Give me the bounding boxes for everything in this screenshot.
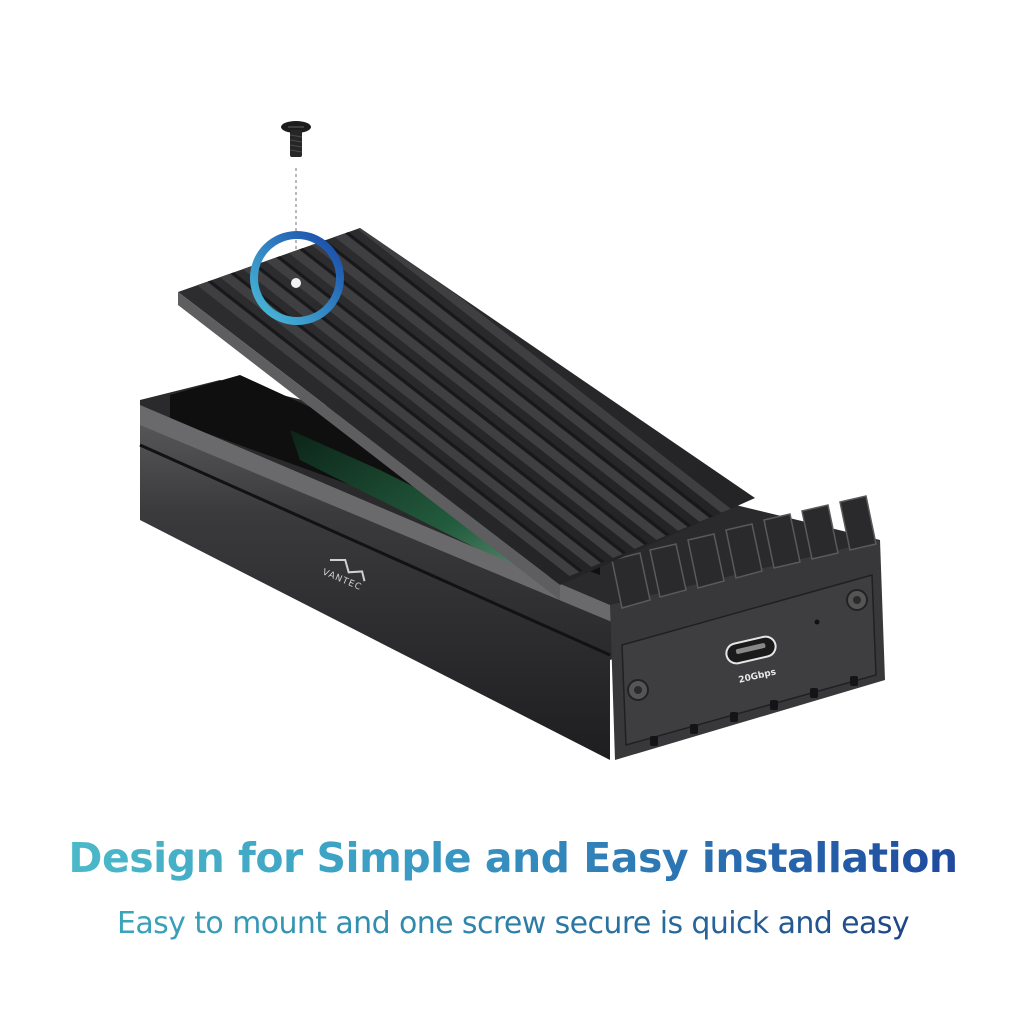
enclosure-base: 20Gbps VANTEC [139,375,885,760]
face-screw-icon [627,679,649,701]
lid-screw-hole [291,278,301,288]
screw-icon [281,121,311,157]
usb-c-port: 20Gbps [725,635,777,686]
enclosure-product-image: 20Gbps VANTEC [139,121,885,760]
subheadline: Easy to mount and one screw secure is qu… [0,906,1026,941]
ssd-pcb [290,430,560,590]
face-screw-icon [846,589,868,611]
status-led [814,619,820,625]
screw-callout-ring [250,231,344,325]
headline: Design for Simple and Easy installation [0,834,1026,882]
